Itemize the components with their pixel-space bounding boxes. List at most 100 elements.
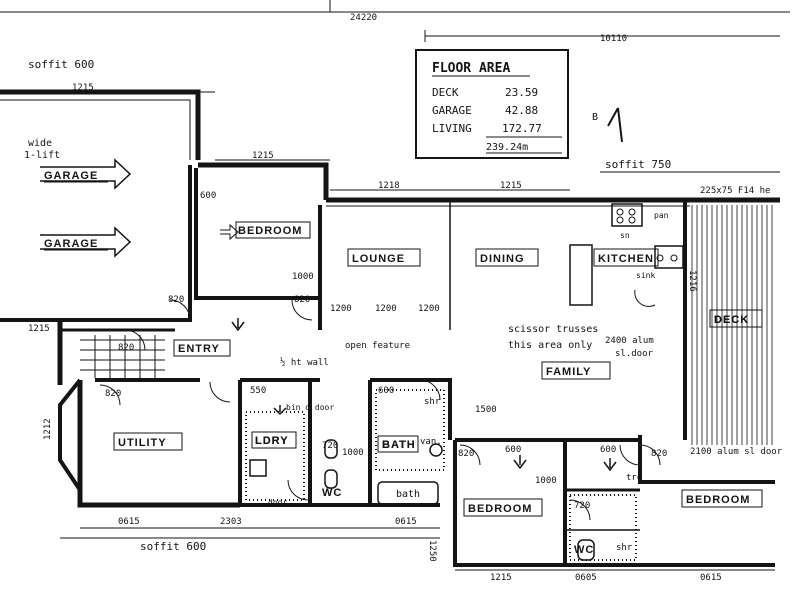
room-label-bedroom: BEDROOM — [238, 225, 302, 237]
floor-area-row-label: GARAGE — [432, 104, 472, 117]
bottom-dimension-lines — [60, 527, 775, 571]
dim-1200: 1200 — [330, 304, 352, 314]
note-sn: sn — [620, 231, 630, 240]
dim-1000: 1000 — [292, 272, 314, 282]
direction-arrows — [220, 223, 617, 472]
dim-1212: 1212 — [43, 418, 53, 440]
top-dimension-lines — [0, 0, 790, 191]
room-label-kitchen: KITCHEN — [598, 253, 654, 265]
dim-600-bedroom-2: 600 — [505, 445, 521, 455]
room-label-wc: WC — [574, 544, 594, 556]
door-swings — [99, 299, 661, 521]
note-wide: wide — [28, 138, 52, 149]
dim-820: 820 — [651, 449, 667, 459]
room-label-deck: DECK — [714, 314, 749, 326]
exterior-walls — [0, 89, 780, 567]
dining-width-dimension: 1215 — [500, 181, 522, 191]
dim-720: 720 — [574, 501, 590, 511]
soffit-bottom: soffit 600 — [140, 540, 206, 553]
right-run-dimension: 10110 — [600, 34, 627, 44]
floor-area-row-label: LIVING — [432, 122, 472, 135]
note-lift: 1-lift — [24, 150, 60, 161]
fixtures — [249, 203, 684, 561]
dim-550: 550 — [250, 386, 266, 396]
slider-bottom-note: 2100 alum sl door — [690, 447, 783, 457]
note-tro: tro — [626, 473, 642, 483]
garage-arrows — [40, 158, 132, 258]
room-label-bath-text: BATH — [382, 439, 416, 451]
lounge-width-dimension: 1218 — [378, 181, 400, 191]
dim-1000: 1000 — [342, 448, 364, 458]
deck-joist-note: 225x75 F14 he — [700, 186, 770, 196]
note-sl-door: sl.door — [615, 349, 654, 359]
note-shower: shr — [424, 397, 441, 407]
room-label-garage: GARAGE — [44, 238, 98, 250]
note-this-area: this area only — [508, 340, 592, 351]
floor-area-title: FLOOR AREA — [432, 61, 510, 76]
dim-1200: 1200 — [418, 304, 440, 314]
dim-600-bath: 600 — [378, 386, 394, 396]
dim-2303: 2303 — [220, 517, 242, 527]
soffit-top-left: soffit 600 — [28, 58, 94, 71]
note-open-feature: open feature — [345, 341, 410, 351]
note-alum-door: 2400 alum — [605, 336, 654, 346]
soffit-right: soffit 750 — [605, 158, 671, 171]
note-pan: pan — [654, 211, 669, 220]
deck-boards — [691, 205, 773, 445]
room-label-deck-text: DECK — [714, 314, 749, 326]
floor-area-total: 239.24m — [486, 142, 528, 153]
note-laundry-door: door — [268, 498, 287, 507]
dim-1000: 1000 — [535, 476, 557, 486]
dim-820: 820 — [168, 295, 184, 305]
dim-0615: 0615 — [118, 517, 140, 527]
room-label-bath: BATH — [382, 439, 416, 451]
interior-walls — [60, 168, 640, 531]
garage-width-dimension: 1215 — [72, 83, 94, 93]
room-label-wc: WC — [322, 487, 342, 499]
room-label-entry: ENTRY — [178, 343, 220, 355]
note-vanity: van. — [420, 437, 442, 447]
note-sink: sink — [636, 271, 655, 280]
dim-820: 820 — [118, 343, 134, 353]
note-scissor-trusses: scissor trusses — [508, 324, 598, 335]
dim-0605: 0605 — [575, 573, 597, 583]
dim-600-bedroom: 600 — [200, 191, 216, 201]
note-bin-door: bin d door — [286, 403, 334, 412]
dim-720: 720 — [322, 441, 338, 451]
room-label-bedroom: BEDROOM — [468, 503, 532, 515]
room-label-utility: UTILITY — [118, 437, 167, 449]
note-half-wall: ½ ht wall — [280, 357, 329, 368]
dim-1215-bottom: 1215 — [490, 573, 512, 583]
room-label-laundry-text: LDRY — [255, 435, 289, 447]
room-label-dining: DINING — [480, 253, 525, 265]
wet-area-tiles — [245, 389, 637, 561]
room-label-laundry: LDRY — [255, 435, 289, 447]
dim-0615: 0615 — [700, 573, 722, 583]
dim-1216: 1216 — [687, 270, 697, 292]
dim-820: 820 — [105, 389, 121, 399]
room-label-bedroom: BEDROOM — [686, 494, 750, 506]
dim-1250: 1250 — [427, 540, 437, 562]
room-label-garage: GARAGE — [44, 170, 98, 182]
north-arrow-icon — [607, 107, 623, 143]
floor-area-row-value: 42.88 — [505, 104, 538, 117]
dim-600-bedroom-3: 600 — [600, 445, 616, 455]
north-letter: B — [592, 112, 598, 123]
note-shower-2: shr — [616, 543, 633, 553]
entry-steps — [80, 335, 165, 378]
room-label-lounge: LOUNGE — [352, 253, 405, 265]
dim-820: 820 — [294, 295, 310, 305]
floor-area-row-label: DECK — [432, 86, 459, 99]
dim-820: 820 — [458, 449, 474, 459]
overall-dimension: 24220 — [350, 13, 377, 23]
floor-area-table: FLOOR AREA DECK 23.59 GARAGE 42.88 LIVIN… — [415, 49, 569, 159]
dim-1215-left: 1215 — [28, 324, 50, 334]
dim-1500: 1500 — [475, 405, 497, 415]
floor-area-row-value: 23.59 — [505, 86, 538, 99]
bedroom-width-dimension: 1215 — [252, 151, 274, 161]
dim-0615: 0615 — [395, 517, 417, 527]
note-bath-tub: bath — [396, 489, 420, 500]
room-label-family: FAMILY — [546, 366, 591, 378]
floor-area-row-value: 172.77 — [502, 122, 542, 135]
